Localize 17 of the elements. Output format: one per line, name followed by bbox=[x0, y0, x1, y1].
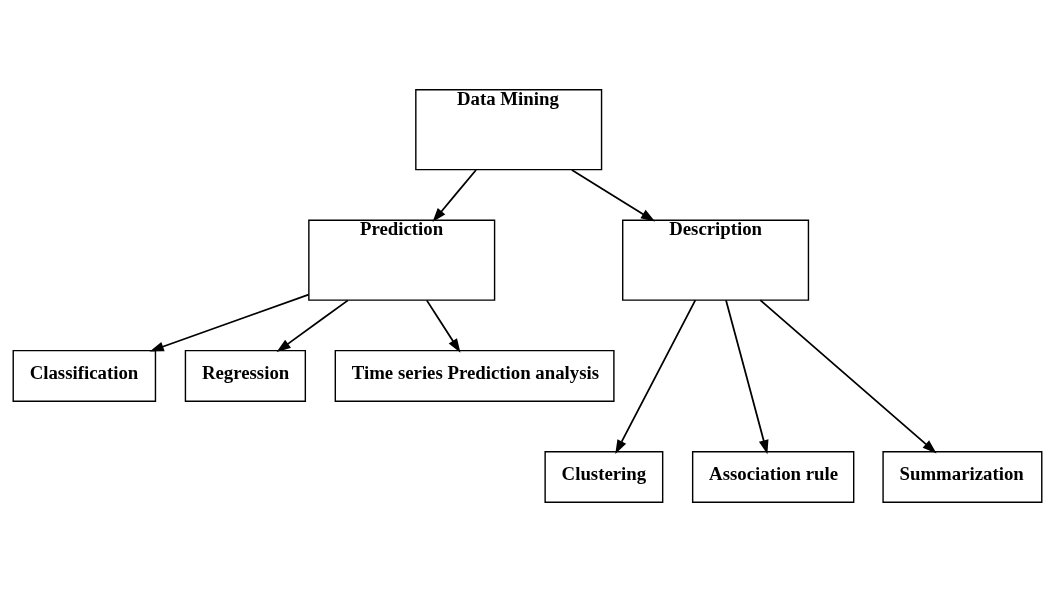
node-box: Prediction bbox=[308, 219, 496, 301]
node-box: Clustering bbox=[544, 451, 664, 503]
arrow bbox=[276, 299, 349, 353]
node-box: Association rule bbox=[691, 451, 855, 503]
arrow bbox=[571, 169, 656, 222]
node-box: Summarization bbox=[882, 451, 1043, 503]
arrow bbox=[615, 299, 697, 454]
node-box: Classification bbox=[12, 349, 157, 402]
arrow bbox=[425, 299, 461, 353]
arrow bbox=[432, 169, 477, 223]
node-box: Time series Prediction analysis bbox=[334, 349, 615, 402]
node-box: Regression bbox=[184, 349, 307, 402]
node-box: Data Mining bbox=[415, 89, 603, 171]
arrow bbox=[149, 293, 310, 352]
arrow bbox=[759, 299, 937, 454]
arrow bbox=[725, 299, 769, 455]
node-box: Description bbox=[622, 219, 810, 301]
